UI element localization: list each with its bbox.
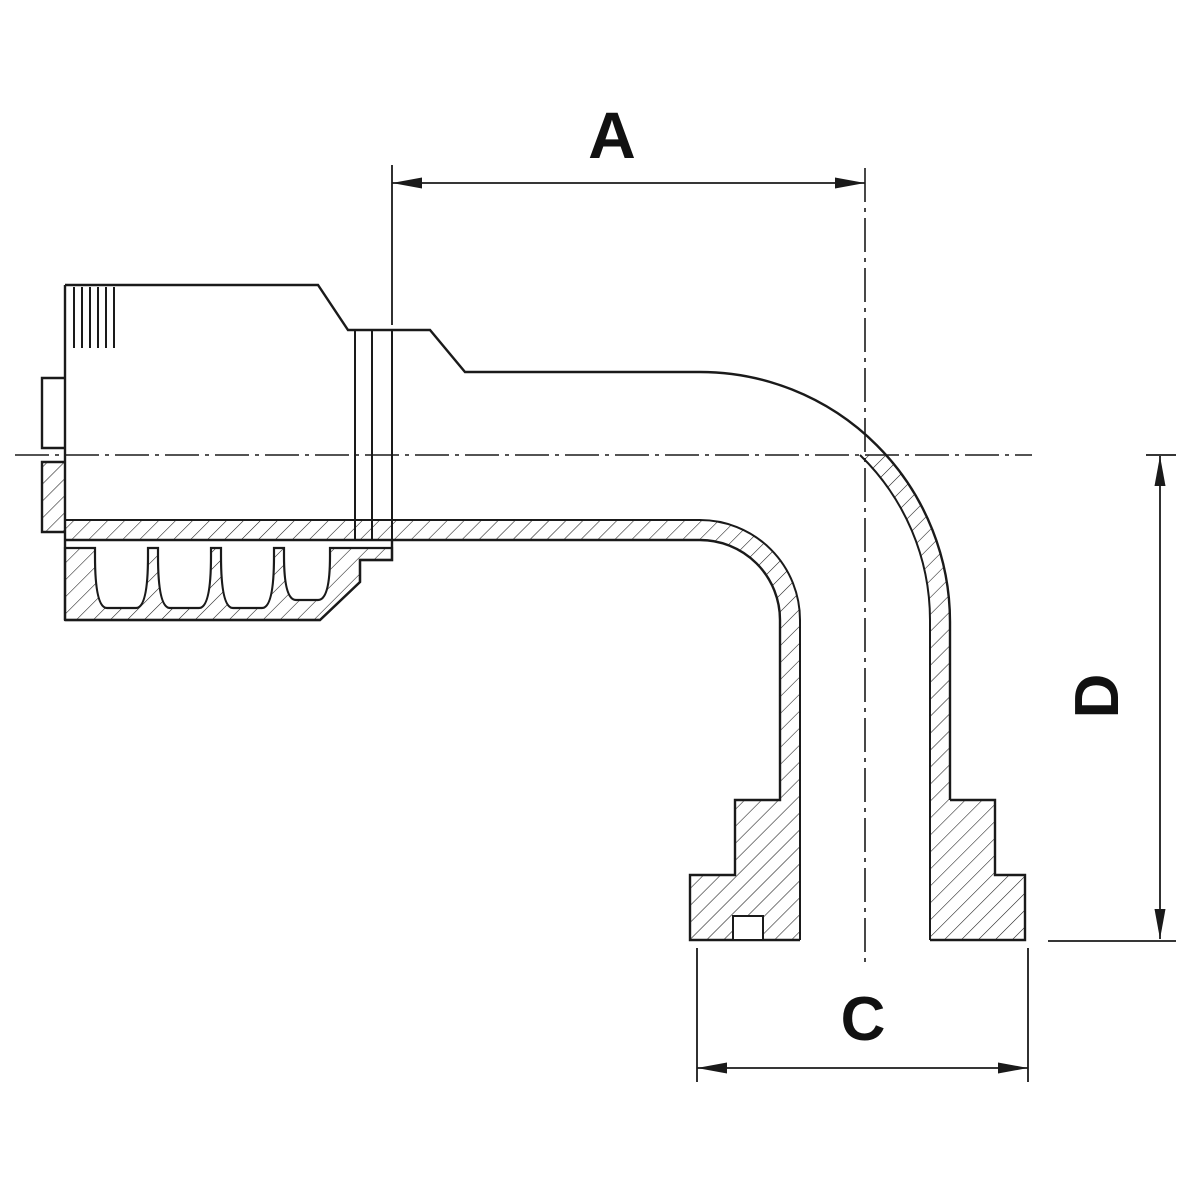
dim-c-arrow-left bbox=[697, 1062, 727, 1074]
section-hatch-regions bbox=[42, 455, 1025, 940]
dimension-d: D bbox=[1048, 454, 1176, 942]
hatch-right-wall-and-flange bbox=[860, 455, 1025, 940]
hatch-hose-stop-lower bbox=[42, 462, 65, 532]
hose-stop-tab-lower bbox=[40, 460, 65, 534]
flange-face-notch bbox=[732, 915, 764, 941]
hatch-socket-shell bbox=[63, 546, 394, 622]
hatch-nipple-and-left-wall bbox=[65, 520, 800, 940]
right-hub-and-flange bbox=[930, 798, 1027, 942]
socket-serration-marks bbox=[73, 287, 115, 348]
centerlines bbox=[15, 168, 1032, 965]
dim-d-label: D bbox=[1063, 674, 1132, 719]
dim-a-arrow-right bbox=[835, 177, 865, 189]
fitting-outline bbox=[40, 283, 1027, 942]
socket-bottom-edge bbox=[65, 540, 394, 622]
hose-stop-tab-upper bbox=[40, 376, 65, 450]
dimension-a: A bbox=[391, 98, 865, 325]
bore-inner-line bbox=[65, 519, 801, 940]
dimension-c: C bbox=[696, 948, 1029, 1082]
dim-d-arrow-bottom bbox=[1154, 909, 1166, 939]
inner-bend-and-left-flange bbox=[65, 538, 800, 942]
dim-a-arrow-left bbox=[392, 177, 422, 189]
dim-a-label: A bbox=[588, 98, 636, 172]
outer-profile-top bbox=[65, 283, 952, 800]
dim-d-arrow-top bbox=[1154, 456, 1166, 486]
bore-right-line bbox=[859, 454, 931, 940]
dim-c-label: C bbox=[841, 985, 886, 1054]
dim-c-arrow-right bbox=[998, 1062, 1028, 1074]
